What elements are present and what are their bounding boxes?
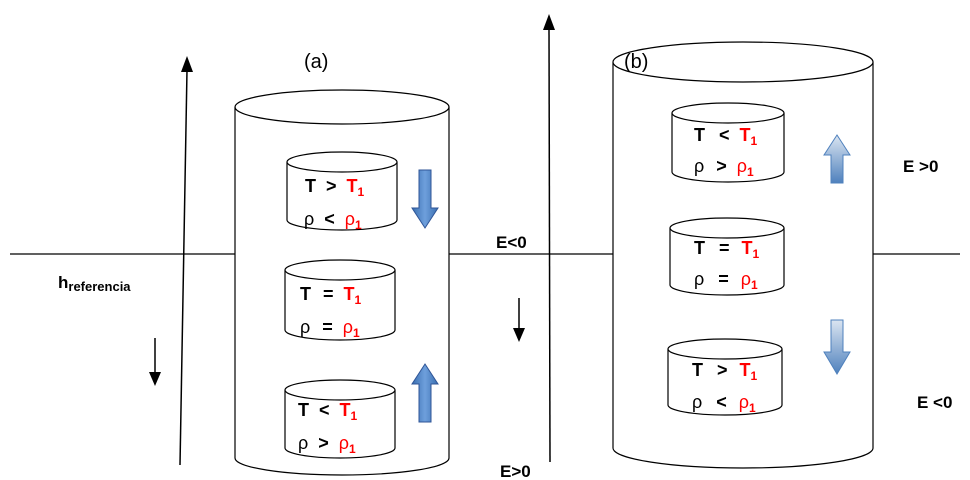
rho-symbol: ρ: [694, 156, 704, 176]
small-down-arrow-left: [149, 338, 161, 386]
rho-subscript: 1: [353, 326, 360, 340]
rho-subscript: 1: [355, 218, 362, 232]
t-subscript: 1: [751, 134, 758, 148]
t-subscript: 1: [753, 247, 760, 261]
energy-label-right-bottom: E <0: [917, 393, 952, 412]
svg-text:ρ<ρ1: ρ<ρ1: [304, 209, 362, 232]
cell-a-3: [284, 379, 396, 459]
t-reference: T: [742, 238, 753, 258]
t-operator: =: [719, 238, 730, 258]
cell-a-2-text: T=T1 ρ=ρ1: [300, 284, 362, 340]
svg-text:ρ=ρ1: ρ=ρ1: [694, 269, 758, 292]
rho-subscript: 1: [749, 401, 756, 415]
rho-symbol: ρ: [298, 433, 308, 453]
rho-operator: =: [322, 317, 333, 337]
svg-text:ρ>ρ1: ρ>ρ1: [298, 433, 356, 456]
panel-a-label: (a): [304, 51, 328, 73]
t-symbol: T: [692, 360, 703, 380]
small-down-arrow-center: [513, 298, 525, 342]
rho-reference: ρ: [741, 269, 751, 289]
t-symbol: T: [298, 400, 309, 420]
energy-label-center-bottom: E>0: [500, 462, 531, 480]
pale-up-arrow-b: [823, 134, 851, 184]
svg-text:T>T1: T>T1: [305, 176, 365, 199]
rho-reference: ρ: [739, 392, 749, 412]
t-reference: T: [347, 176, 358, 196]
reference-height-label: hreferencia: [58, 273, 131, 294]
left-vertical-arrow: [179, 56, 193, 466]
rho-symbol: ρ: [692, 392, 702, 412]
t-symbol: T: [300, 284, 311, 304]
cell-a-2: [284, 259, 396, 341]
energy-label-right-top: E >0: [903, 157, 938, 176]
rho-symbol: ρ: [304, 209, 314, 229]
cell-a-1-text: T>T1 ρ<ρ1: [304, 176, 365, 232]
cell-a-1: [286, 151, 398, 231]
svg-text:ρ=ρ1: ρ=ρ1: [300, 317, 360, 340]
t-subscript: 1: [355, 293, 362, 307]
svg-text:ρ>ρ1: ρ>ρ1: [694, 156, 754, 179]
energy-label-center-top: E<0: [496, 233, 527, 252]
rho-symbol: ρ: [300, 317, 310, 337]
cell-b-2: [669, 217, 785, 296]
rho-symbol: ρ: [694, 269, 704, 289]
t-operator: >: [717, 360, 728, 380]
cell-b-1: [671, 102, 785, 183]
svg-text:T>T1: T>T1: [692, 360, 758, 383]
cell-b-3-text: T>T1 ρ<ρ1: [692, 360, 758, 415]
t-reference: T: [740, 125, 751, 145]
rho-operator: <: [716, 392, 727, 412]
rho-reference: ρ: [343, 317, 353, 337]
rho-operator: >: [716, 156, 727, 176]
cell-b-1-text: T<T1 ρ>ρ1: [694, 125, 758, 179]
rho-reference: ρ: [339, 433, 349, 453]
svg-text:T<T1: T<T1: [298, 400, 358, 423]
t-symbol: T: [305, 176, 316, 196]
panel-b-label: (b): [624, 51, 648, 73]
rho-reference: ρ: [345, 209, 355, 229]
t-reference: T: [340, 400, 351, 420]
cell-b-2-text: T=T1 ρ=ρ1: [694, 238, 760, 292]
t-subscript: 1: [351, 409, 358, 423]
rho-subscript: 1: [751, 278, 758, 292]
t-subscript: 1: [358, 185, 365, 199]
t-operator: =: [323, 284, 334, 304]
cell-a-3-text: T<T1 ρ>ρ1: [298, 400, 358, 456]
rho-operator: =: [718, 269, 729, 289]
blue-down-arrow-a: [411, 169, 439, 229]
t-subscript: 1: [751, 369, 758, 383]
rho-reference: ρ: [737, 156, 747, 176]
blue-up-arrow-a: [411, 363, 439, 423]
t-operator: <: [319, 400, 330, 420]
rho-operator: <: [324, 209, 335, 229]
center-vertical-arrow: [543, 14, 555, 463]
t-symbol: T: [694, 238, 705, 258]
t-operator: <: [719, 125, 730, 145]
svg-text:ρ<ρ1: ρ<ρ1: [692, 392, 756, 415]
t-operator: >: [326, 176, 337, 196]
rho-operator: >: [318, 433, 329, 453]
rho-subscript: 1: [349, 442, 356, 456]
t-symbol: T: [694, 125, 705, 145]
svg-text:T<T1: T<T1: [694, 125, 758, 148]
t-reference: T: [344, 284, 355, 304]
t-reference: T: [740, 360, 751, 380]
cell-b-3: [667, 338, 783, 416]
svg-text:T=T1: T=T1: [694, 238, 760, 261]
pale-down-arrow-b: [823, 319, 851, 375]
svg-text:T=T1: T=T1: [300, 284, 362, 307]
rho-subscript: 1: [747, 165, 754, 179]
